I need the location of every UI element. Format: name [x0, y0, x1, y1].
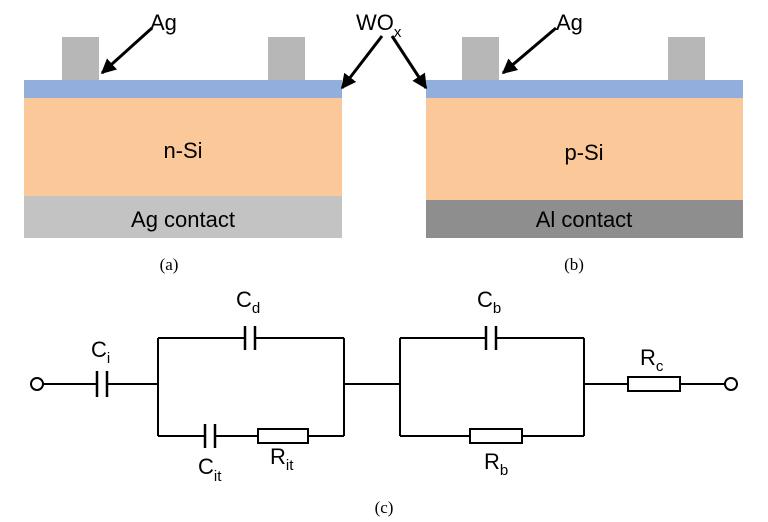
label-rb-base: R	[484, 449, 500, 474]
stage1-frame	[157, 337, 345, 437]
wox-label-base: WO	[356, 10, 394, 35]
label-cb: Cb	[477, 287, 501, 317]
label-rc: Rc	[640, 345, 664, 375]
label-ci-base: C	[91, 337, 107, 362]
panel-a-ag-arrow	[100, 26, 154, 75]
panel-b-p-si-substrate	[426, 98, 743, 200]
label-cit-sub: it	[214, 468, 222, 485]
panel-a-caption: (a)	[160, 255, 179, 274]
panel-a-ag-finger-right	[268, 37, 305, 80]
output-terminal	[724, 377, 738, 391]
input-terminal	[30, 377, 44, 391]
wox-layer-callout: WOx	[340, 10, 428, 90]
panel-b-ag-finger-left	[462, 37, 499, 80]
label-rb: Rb	[484, 449, 508, 479]
resistor-rb	[469, 428, 523, 444]
panel-a-wox-layer	[24, 80, 342, 98]
equivalent-circuit: Ci Cd Cit Rit Cb Rb Rc (c)	[30, 287, 738, 517]
panel-a-ag-back-contact	[24, 196, 342, 238]
panel-b-device-stack: p-Si Al contact Ag (b)	[426, 10, 743, 274]
panel-a-n-si-substrate	[24, 98, 342, 196]
label-cd: Cd	[236, 287, 260, 317]
capacitor-cb	[484, 326, 498, 350]
panel-b-al-back-contact	[426, 200, 743, 238]
capacitor-ci	[95, 371, 109, 397]
label-cit: Cit	[198, 454, 222, 485]
resistor-rc	[627, 376, 681, 392]
capacitor-cit	[203, 424, 217, 448]
label-rit: Rit	[270, 444, 294, 474]
panel-b-ag-arrow	[501, 26, 557, 75]
panel-a-device-stack: n-Si Ag contact Ag (a)	[24, 10, 342, 274]
panel-b-back-contact-label: Al contact	[536, 207, 633, 232]
label-cd-sub: d	[252, 300, 260, 317]
label-cb-sub: b	[493, 300, 501, 317]
stage2-frame	[399, 337, 585, 437]
wox-label-sub: x	[394, 24, 402, 41]
panel-a-back-contact-label: Ag contact	[131, 207, 235, 232]
label-cd-base: C	[236, 287, 252, 312]
panel-b-ag-finger-right	[668, 37, 705, 80]
panel-b-wox-layer	[426, 80, 743, 98]
wox-arrow-left	[340, 35, 384, 90]
panel-b-caption: (b)	[564, 255, 584, 274]
wox-arrow-right	[390, 35, 428, 90]
label-cit-base: C	[198, 454, 214, 479]
label-ci-sub: i	[107, 350, 110, 367]
panel-a-ag-finger-left	[62, 37, 99, 80]
capacitor-cd	[243, 326, 257, 350]
label-cb-base: C	[477, 287, 493, 312]
label-rit-sub: it	[286, 457, 294, 474]
panel-b-ag-label: Ag	[556, 10, 583, 35]
panel-a-ag-label: Ag	[150, 10, 177, 35]
resistor-rit	[257, 428, 309, 444]
label-rit-base: R	[270, 444, 286, 469]
panel-a-substrate-label: n-Si	[163, 138, 202, 163]
wox-label: WOx	[356, 10, 402, 41]
panel-b-substrate-label: p-Si	[564, 140, 603, 165]
label-rc-sub: c	[656, 358, 664, 375]
panel-c-caption: (c)	[375, 498, 394, 517]
label-ci: Ci	[91, 337, 110, 367]
label-rb-sub: b	[500, 462, 508, 479]
label-rc-base: R	[640, 345, 656, 370]
